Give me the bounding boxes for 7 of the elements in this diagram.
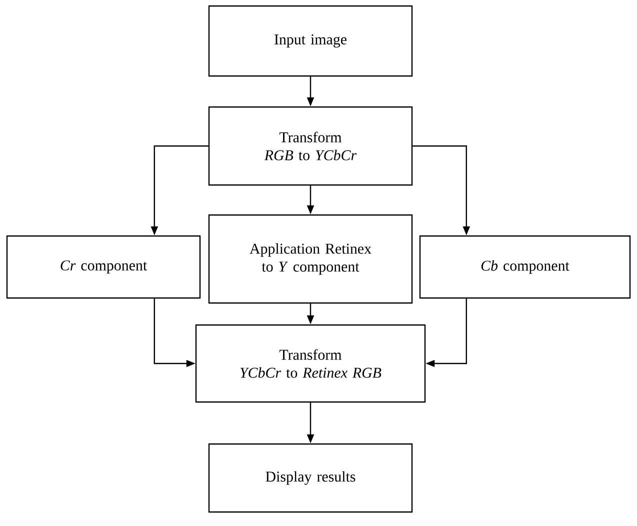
- process-box: Transform YCbCr to Retinex RGB: [195, 324, 426, 403]
- process-box: Application Retinex to Y component: [208, 214, 413, 304]
- process-box: Cr component: [6, 235, 201, 299]
- process-box: Cb component: [419, 235, 631, 299]
- process-box: Transform RGB to YCbCr: [208, 106, 413, 186]
- process-box: Input image: [208, 5, 413, 77]
- process-box: Display results: [208, 443, 413, 513]
